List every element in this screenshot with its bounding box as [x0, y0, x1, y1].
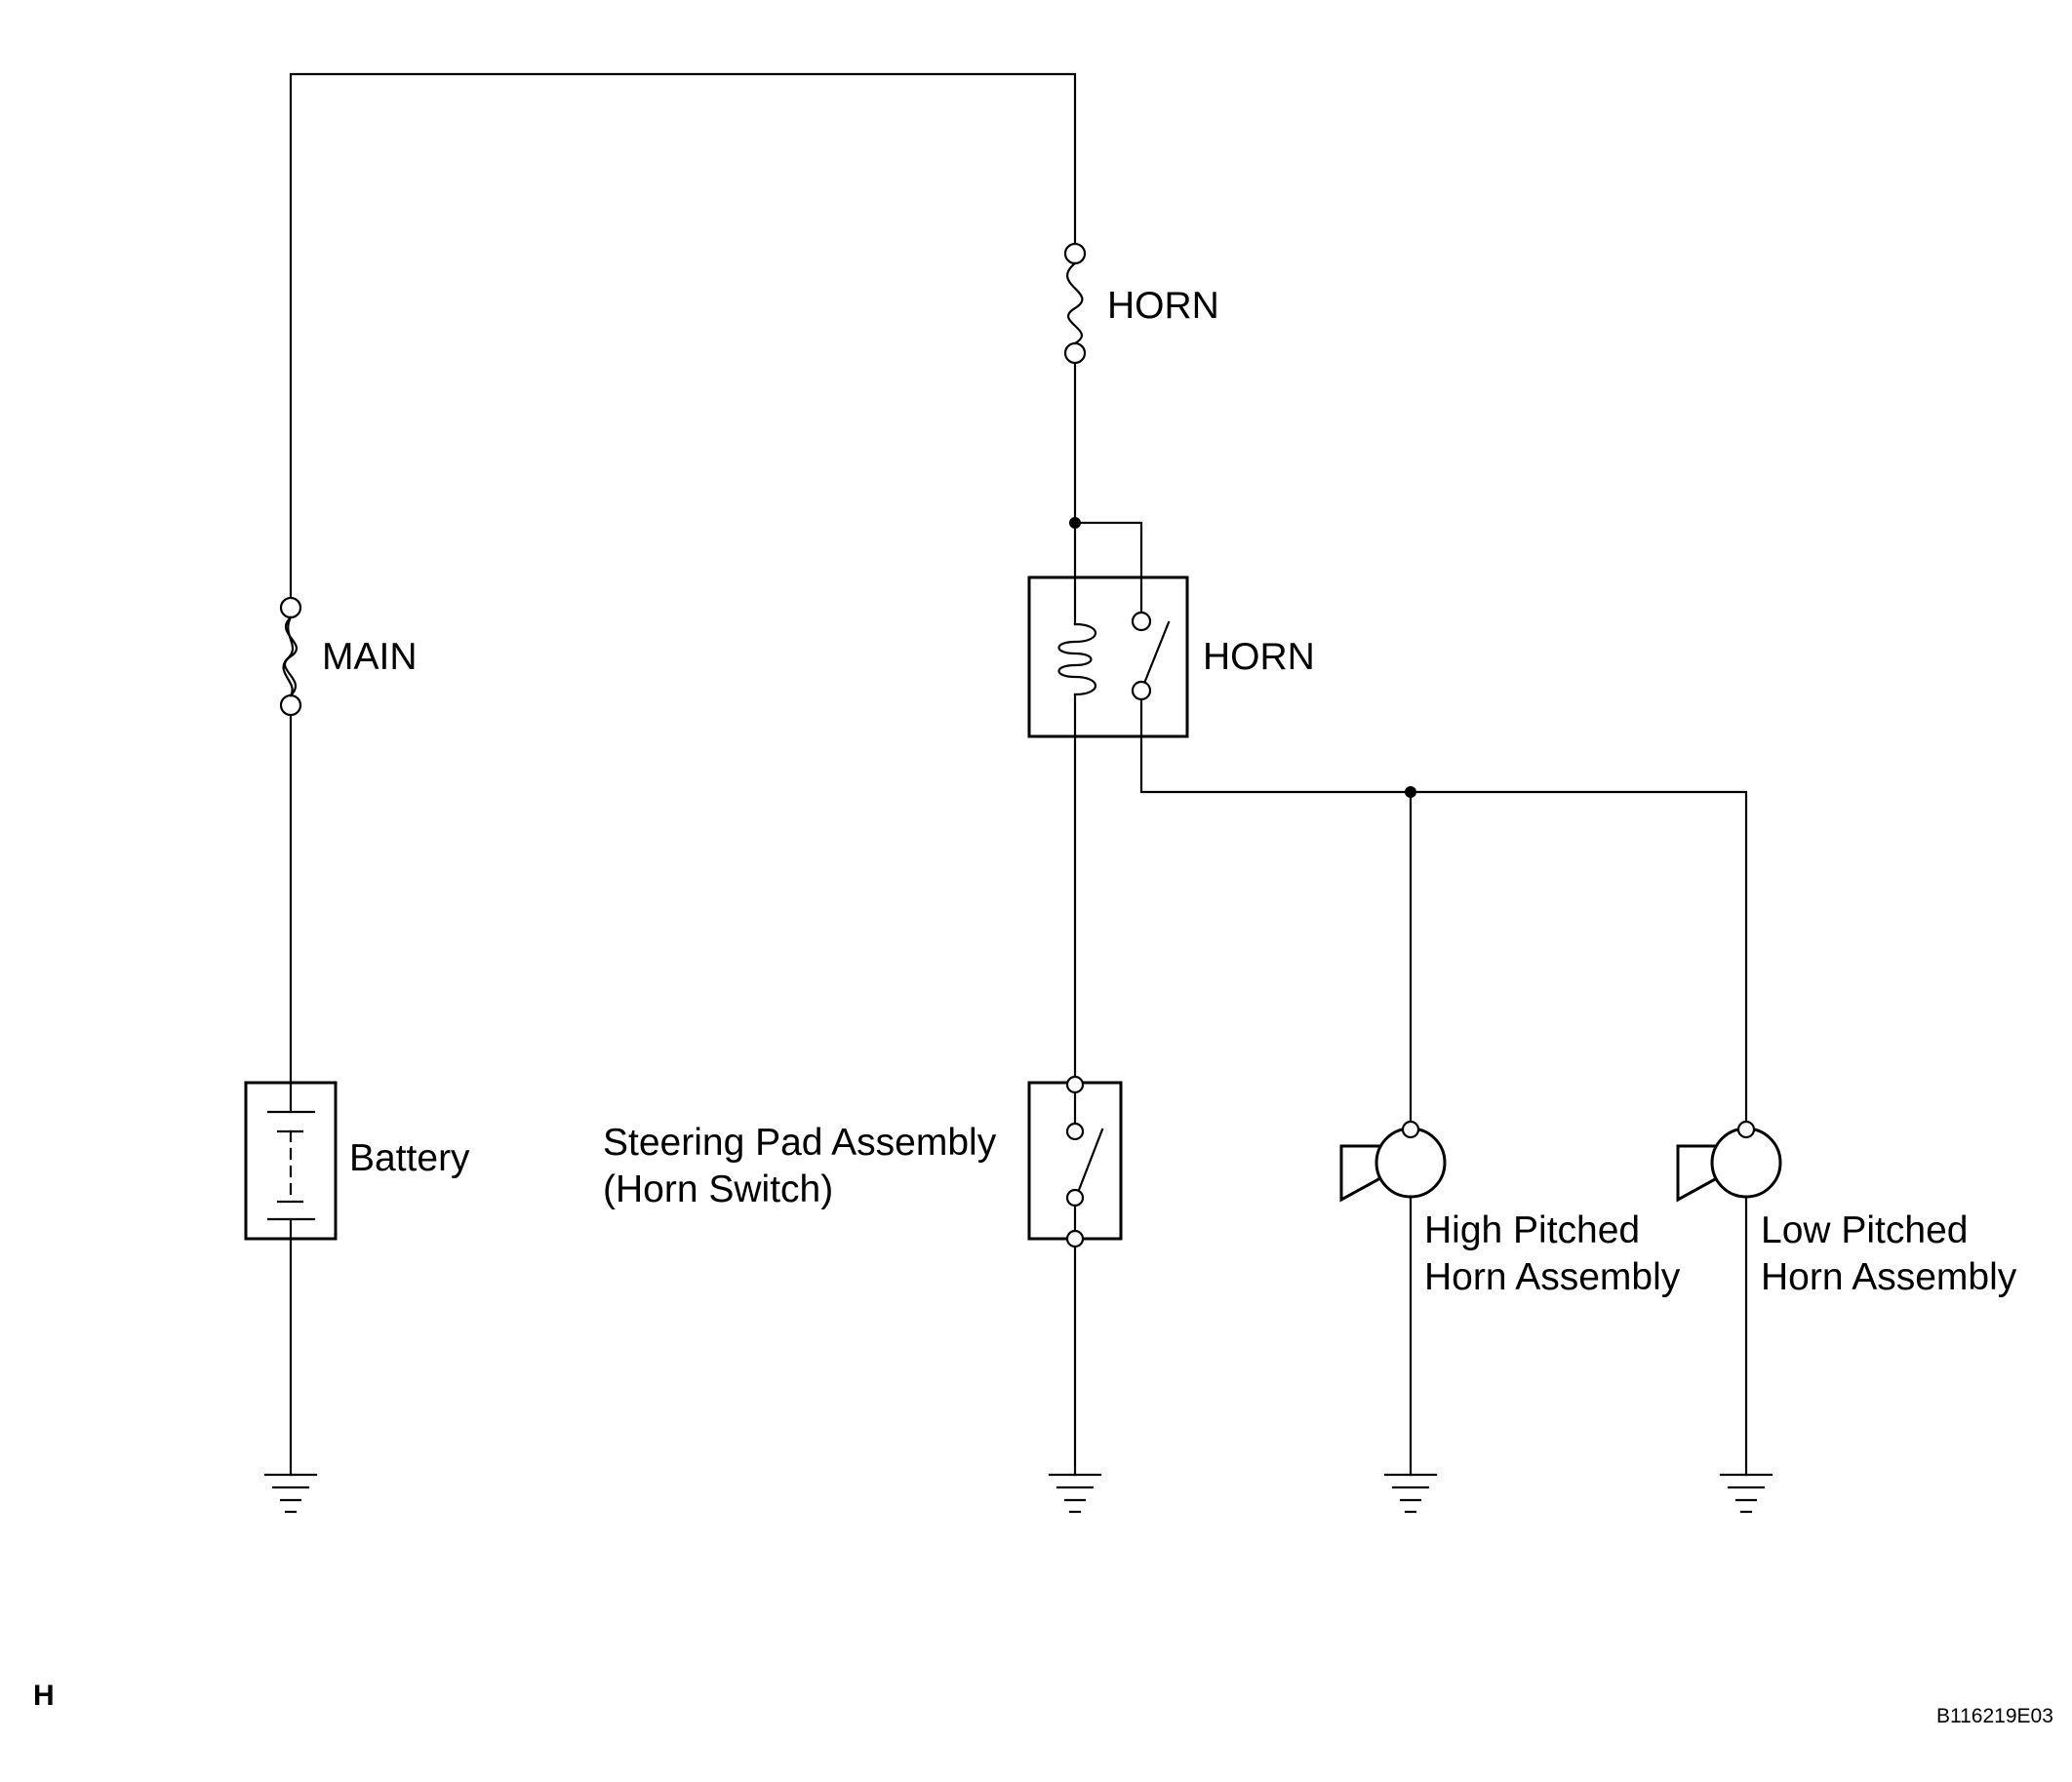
- main-fuse: MAIN: [279, 596, 418, 717]
- horn-fuse: HORN: [1063, 242, 1219, 365]
- horn-switch-contact: [1077, 1128, 1104, 1192]
- top-bus-wire: [289, 72, 1077, 605]
- wiring: [289, 72, 1748, 1477]
- low-horn-label-line1: Low Pitched: [1761, 1209, 1968, 1251]
- relay-to-horns-wire: [1139, 734, 1748, 1124]
- battery-label: Battery: [349, 1137, 470, 1179]
- horn-fuse-label: HORN: [1107, 285, 1219, 327]
- ground-icon: [1719, 1473, 1773, 1514]
- figure-code: B116219E03: [1936, 1705, 2053, 1727]
- battery: Battery: [244, 1081, 470, 1241]
- horn-body: [1710, 1127, 1782, 1199]
- ground-icon: [263, 1473, 318, 1514]
- horn-icon: [1676, 1144, 1719, 1203]
- steering-pad-label-line1: Steering Pad Assembly: [603, 1122, 997, 1164]
- relay-switch-contact: [1143, 620, 1171, 683]
- high-pitched-horn: High Pitched Horn Assembly: [1339, 1120, 1681, 1298]
- ground-icon: [1383, 1473, 1438, 1514]
- low-horn-label-line2: Horn Assembly: [1761, 1256, 2017, 1298]
- high-horn-label-line2: Horn Assembly: [1424, 1256, 1681, 1298]
- relay-switch-feed-wire: [1073, 521, 1143, 579]
- steering-pad-label-line2: (Horn Switch): [603, 1168, 833, 1210]
- ground-icon: [1048, 1473, 1102, 1514]
- main-fuse-label: MAIN: [322, 636, 418, 678]
- junction-dot: [1405, 786, 1416, 798]
- horn-body: [1375, 1127, 1447, 1199]
- high-horn-label-line1: High Pitched: [1424, 1209, 1640, 1251]
- steering-pad-horn-switch: Steering Pad Assembly (Horn Switch): [603, 1075, 1123, 1248]
- horn-relay-label: HORN: [1203, 636, 1315, 678]
- ground-symbols: [263, 1473, 1773, 1514]
- relay-coil: [1057, 622, 1096, 696]
- horn-icon: [1339, 1144, 1382, 1203]
- horn-relay: HORN: [1027, 575, 1315, 738]
- page-letter: H: [33, 1680, 55, 1712]
- low-pitched-horn: Low Pitched Horn Assembly: [1676, 1120, 2017, 1298]
- junction-dot: [1069, 517, 1081, 529]
- horn-relay-box: [1027, 575, 1189, 738]
